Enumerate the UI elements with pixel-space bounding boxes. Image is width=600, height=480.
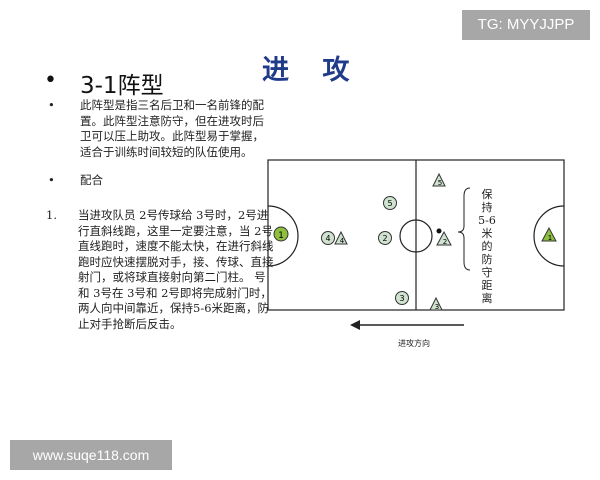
pitch-outline	[267, 159, 565, 311]
opponent-triangle-5-label: 5	[438, 179, 442, 187]
bullet-cooperation: • 配合	[48, 173, 270, 189]
attack-direction-label: 进攻方向	[398, 338, 430, 348]
main-bullet-text: 3-1阵型	[80, 73, 164, 99]
opponent-triangle-5	[432, 172, 446, 187]
opponent-triangle-2-label: 2	[443, 238, 447, 246]
ball	[436, 228, 442, 234]
player-circle-2-label: 2	[382, 234, 387, 243]
player-circle-2	[378, 231, 392, 245]
right-goal-area	[533, 205, 565, 267]
opponent-triangle-3-label: 3	[435, 303, 439, 311]
slide-title: 进 攻	[262, 55, 362, 86]
opponent-triangle-4-label: 4	[340, 237, 345, 245]
player-circle-4	[321, 231, 335, 245]
opponent-triangle-4	[334, 230, 348, 245]
player-circle-5-label: 5	[387, 199, 392, 208]
player-circle-3-label: 3	[399, 294, 404, 303]
opponent-keeper-triangle	[541, 226, 557, 242]
arrow-head	[350, 320, 360, 330]
player-circle-1	[273, 226, 289, 242]
center-circle	[399, 219, 433, 253]
bullet-description-text: 此阵型是指三名后卫和一名前锋的配置。此阵型注意防守，但在进攻时后卫可以压上助攻。…	[80, 98, 264, 159]
opponent-keeper-triangle-label: 1	[548, 234, 552, 242]
main-bullet: • 3-1阵型	[44, 66, 164, 100]
opponent-triangle-2	[436, 230, 452, 246]
defense-distance-note: 保持5-6米的防守距离	[478, 188, 496, 305]
player-circle-4-label: 4	[325, 234, 330, 243]
player-circle-3	[395, 291, 409, 305]
player-circle-1-label: 1	[278, 231, 284, 241]
bullet-dot: •	[48, 98, 55, 112]
bullet-description: • 此阵型是指三名后卫和一名前锋的配置。此阵型注意防守，但在进攻时后卫可以压上助…	[48, 98, 270, 160]
watermark-bottom: www.suqe118.com	[10, 440, 172, 470]
bullet-dot: •	[48, 173, 55, 187]
watermark-top: TG: MYYJJPP	[462, 10, 590, 40]
bullet-cooperation-text: 配合	[80, 173, 103, 187]
distance-bracket	[457, 187, 471, 271]
bullet-dot: •	[44, 68, 57, 93]
player-circle-5	[383, 196, 397, 210]
list-number: 1.	[46, 208, 57, 222]
list-item-text: 当进攻队员 2号传球给 3号时，2号进行直斜线跑，这里一定要注意，当 2号直线跑…	[78, 208, 274, 331]
opponent-triangle-3	[429, 296, 443, 311]
